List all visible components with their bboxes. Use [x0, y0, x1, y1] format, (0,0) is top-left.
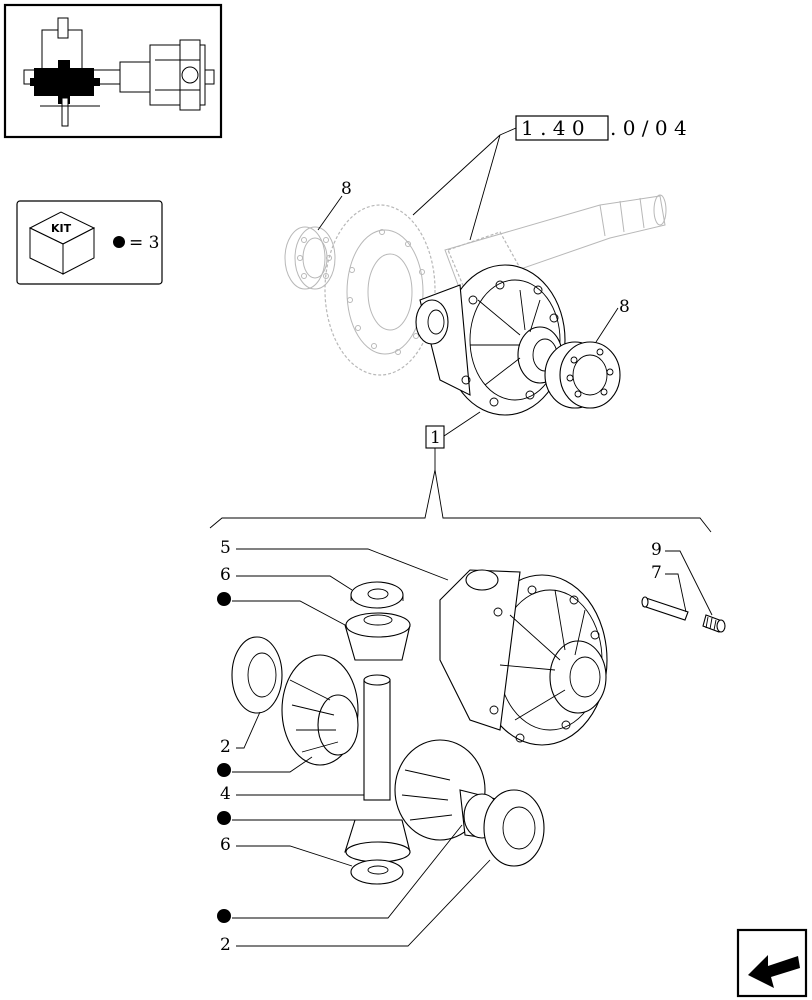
shaft-pin[interactable]: [641, 596, 689, 621]
thrust-washer-top[interactable]: [350, 581, 404, 609]
callout-spring-pin: 9: [651, 540, 662, 560]
spring-pin[interactable]: [702, 614, 726, 633]
kit-equals: = 3: [129, 233, 159, 253]
kit-label: KIT: [51, 222, 72, 235]
kit-legend: KIT = 3: [16, 200, 163, 285]
kit-marker-2: [217, 763, 231, 777]
callout-side-washer-bottom: 2: [220, 935, 231, 955]
kit-cube-icon: [28, 211, 96, 275]
callout-washer-top: 6: [220, 565, 231, 585]
callout-housing: 5: [220, 538, 231, 558]
leader-ring-gear: [412, 134, 501, 216]
side-washer-bottom[interactable]: [483, 789, 545, 867]
kit-dot-icon: [113, 236, 125, 248]
leader-pinion: [469, 134, 501, 241]
side-washer-left[interactable]: [231, 636, 283, 714]
callout-bearing-right: 8: [619, 297, 630, 317]
callout-bearing-top-left: 8: [341, 179, 352, 199]
reference-rest: . 0 / 0 4: [610, 116, 687, 140]
planet-gear-bottom[interactable]: [344, 819, 411, 863]
side-gear-left[interactable]: [281, 654, 359, 766]
planet-gear-top[interactable]: [344, 612, 411, 661]
thrust-washer-bottom[interactable]: [350, 859, 404, 885]
callout-side-washer-left: 2: [220, 737, 231, 757]
reference-boxed: 1 . 4 0: [521, 116, 585, 140]
cross-pin[interactable]: [363, 674, 391, 801]
next-page-arrow-icon[interactable]: [736, 928, 808, 998]
kit-marker-4: [217, 909, 231, 923]
bearing-top-left[interactable]: [284, 226, 336, 290]
exploded-bracket: [209, 469, 712, 533]
axle-thumbnail[interactable]: [3, 3, 223, 139]
kit-marker-3: [217, 811, 231, 825]
callout-assembly: 1: [430, 428, 441, 448]
callout-shaft-pin: 7: [651, 563, 662, 583]
reference-number[interactable]: 1 . 4 0 . 0 / 0 4: [515, 115, 687, 141]
callout-washer-bottom: 6: [220, 835, 231, 855]
differential-housing[interactable]: [439, 569, 608, 746]
differential-housing-upper[interactable]: [415, 264, 566, 416]
bearing-right[interactable]: [544, 341, 621, 409]
kit-marker-1: [217, 592, 231, 606]
callout-pin: 4: [220, 784, 231, 804]
